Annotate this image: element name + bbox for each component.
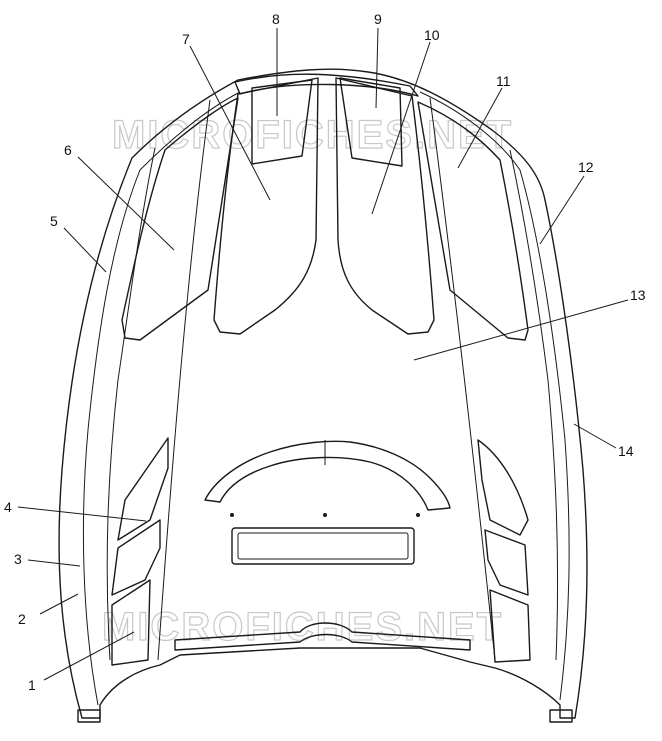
watermark-bottom: MICROFICHES.NET [102, 605, 503, 649]
callout-6: 6 [64, 142, 72, 158]
leader-14 [573, 423, 617, 449]
callout-10: 10 [424, 27, 440, 43]
nameplate [231, 527, 415, 565]
vent-right-lower [489, 589, 531, 663]
callout-12: 12 [578, 159, 594, 175]
side-panel-right [417, 101, 529, 341]
headlight-recess [204, 440, 451, 511]
leader-1 [43, 631, 135, 681]
foot-right [549, 709, 573, 723]
left-rib-inner [157, 99, 211, 661]
leader-7 [189, 45, 271, 201]
callout-11: 11 [496, 73, 511, 89]
callout-7: 7 [182, 31, 190, 47]
callout-9: 9 [374, 11, 382, 27]
callout-13: 13 [630, 287, 646, 303]
top-cap [234, 73, 419, 97]
side-panel-left [121, 97, 239, 341]
front-notch [174, 622, 471, 651]
callout-8: 8 [272, 11, 280, 27]
center-channel-right [335, 77, 435, 335]
leader-12 [539, 175, 585, 245]
vent-left-lower [111, 579, 151, 666]
right-rib-inner [429, 97, 496, 661]
leader-13 [413, 299, 629, 361]
leader-2 [39, 593, 79, 615]
callout-14: 14 [618, 443, 634, 459]
mount-hole-right [416, 513, 420, 517]
vent-right-middle [484, 529, 529, 596]
foot-left [77, 709, 101, 723]
mount-hole-center [323, 513, 327, 517]
trim-panel-9 [339, 77, 403, 167]
hood-inner-edge [82, 91, 570, 706]
callout-4: 4 [4, 499, 12, 515]
right-rib [509, 149, 559, 661]
leader-11 [457, 87, 503, 169]
mount-hole-left [230, 513, 234, 517]
center-channel-left [213, 77, 319, 335]
callout-1: 1 [28, 677, 36, 693]
callout-2: 2 [18, 611, 26, 627]
watermark-top: MICROFICHES.NET [112, 113, 513, 157]
vent-left-middle [111, 519, 161, 596]
leader-10 [371, 41, 431, 215]
leader-3 [27, 559, 81, 567]
vent-right-upper [477, 439, 529, 536]
leader-4 [17, 506, 147, 522]
leader-9 [375, 27, 379, 109]
nameplate-inner [237, 532, 409, 560]
leader-6 [77, 156, 175, 251]
leader-5 [63, 227, 107, 273]
hood-outer-outline [58, 68, 588, 719]
callout-3: 3 [14, 551, 22, 567]
callout-5: 5 [50, 213, 58, 229]
left-rib [106, 147, 156, 661]
vent-left-upper [117, 437, 169, 541]
